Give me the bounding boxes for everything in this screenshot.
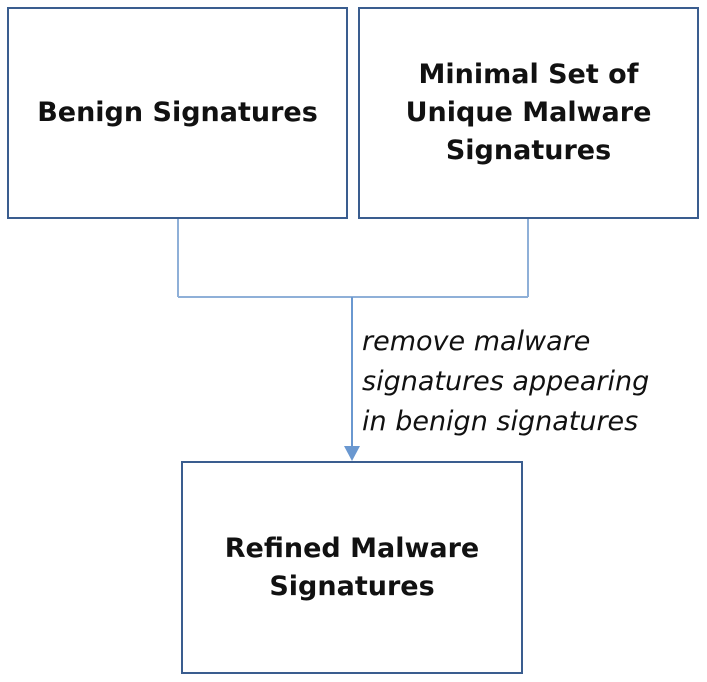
minimal-unique-malware-box: Minimal Set of Unique Malware Signatures (358, 7, 699, 219)
minimal-unique-malware-label: Minimal Set of Unique Malware Signatures (405, 59, 652, 166)
benign-signatures-box: Benign Signatures (7, 7, 348, 219)
arrow-head (344, 446, 360, 461)
benign-signatures-label: Benign Signatures (37, 97, 318, 128)
refined-malware-box: Refined Malware Signatures (181, 461, 523, 674)
edge-label: remove malware signatures appearing in b… (362, 326, 650, 437)
refined-malware-label: Refined Malware Signatures (224, 532, 480, 602)
